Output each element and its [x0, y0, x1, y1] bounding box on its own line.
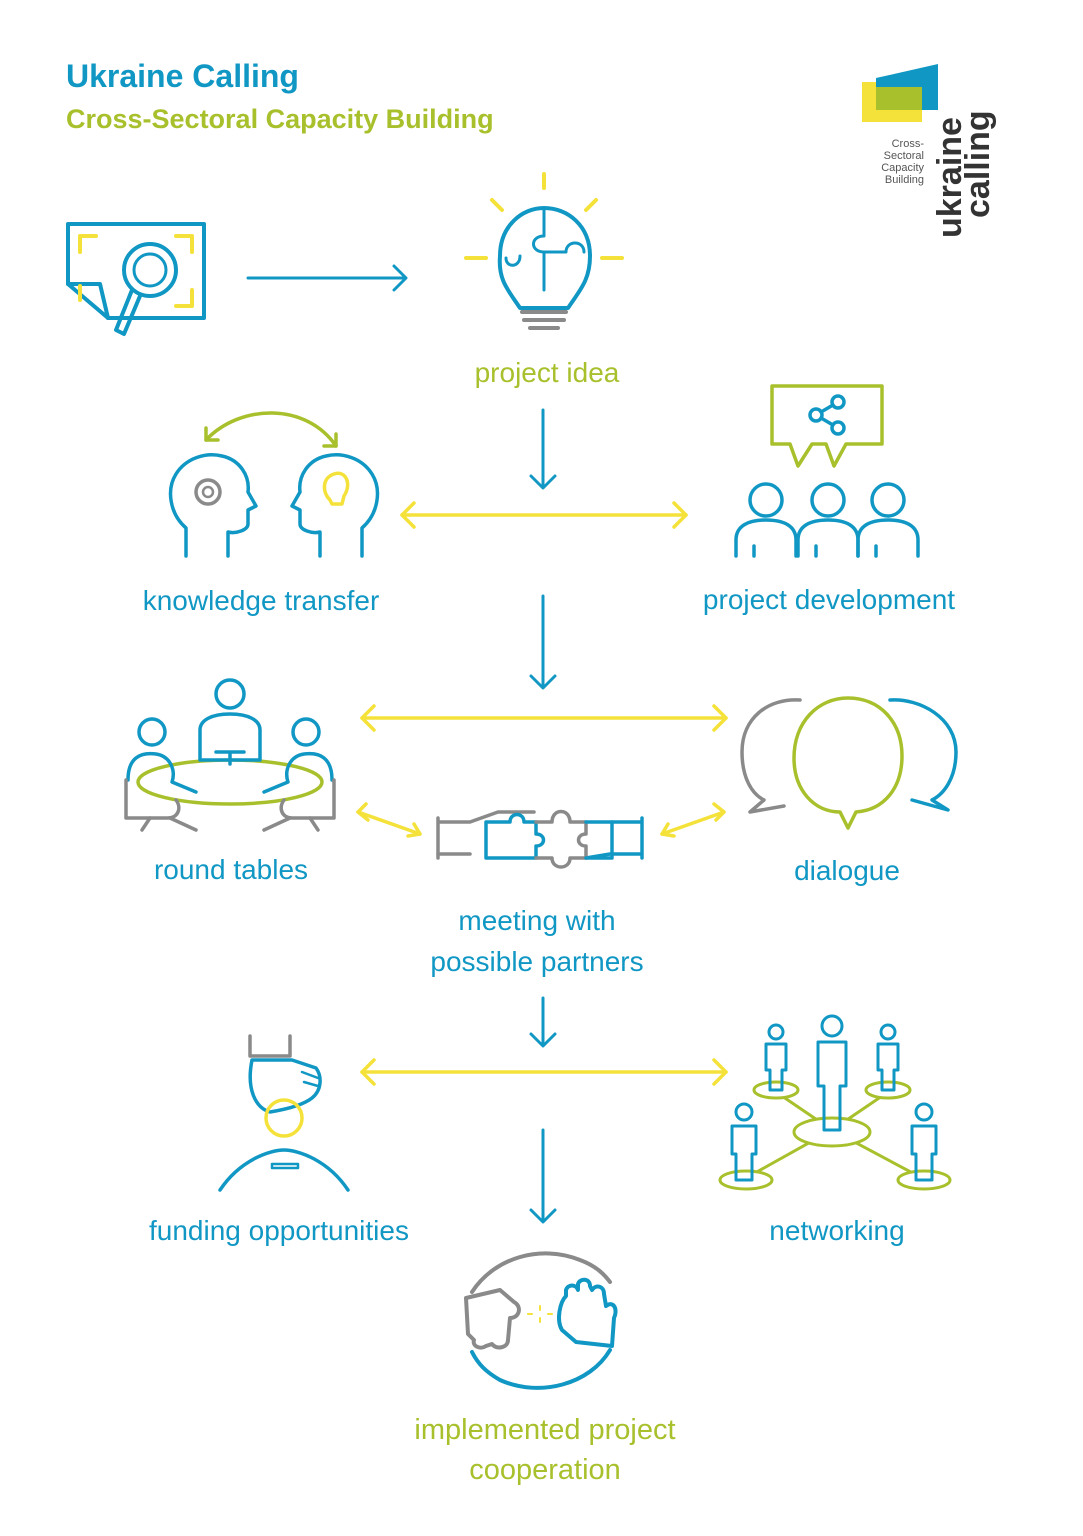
logo-small-text: Cross- Sectoral Capacity Building	[881, 138, 924, 186]
hand-coin-icon	[218, 1034, 350, 1192]
label-networking: networking	[769, 1215, 904, 1246]
label-meeting-line-2: possible partners	[430, 946, 643, 977]
document-search-icon	[66, 222, 206, 336]
arrow-row3-down	[529, 996, 557, 1048]
label-funding-opportunities: funding opportunities	[149, 1215, 409, 1246]
arrow-idea-down	[529, 408, 557, 490]
label-dialogue: dialogue	[794, 855, 900, 886]
arrow-row2-down	[529, 594, 557, 690]
heads-exchange-icon	[168, 411, 380, 558]
label-project-development: project development	[703, 584, 955, 615]
double-arrow-funding-networking	[360, 1058, 728, 1086]
lightbulb-puzzle-icon	[464, 172, 624, 330]
double-arrow-roundtables-dialogue	[360, 704, 728, 732]
label-knowledge-transfer: knowledge transfer	[143, 585, 380, 616]
people-network-icon	[718, 1014, 952, 1191]
label-project-idea: project idea	[475, 357, 620, 388]
team-share-icon	[734, 384, 920, 558]
arrow-to-project-idea	[246, 264, 408, 292]
speech-bubbles-icon	[740, 696, 958, 830]
arrow-final-down	[529, 1128, 557, 1224]
page-title: Ukraine Calling	[66, 58, 299, 94]
double-arrow-roundtables-meeting	[356, 802, 422, 838]
label-implemented-line-2: cooperation	[469, 1454, 621, 1486]
double-arrow-meeting-dialogue	[660, 802, 726, 838]
label-meeting-line-1: meeting with	[458, 905, 615, 936]
label-round-tables: round tables	[154, 854, 308, 885]
round-table-icon	[124, 678, 336, 832]
label-implemented-line-1: implemented project	[414, 1414, 675, 1446]
hands-circle-icon	[464, 1251, 618, 1390]
page-subtitle: Cross-Sectoral Capacity Building	[66, 104, 494, 134]
puzzle-handshake-icon	[436, 809, 644, 869]
double-arrow-knowledge-development	[400, 501, 688, 529]
